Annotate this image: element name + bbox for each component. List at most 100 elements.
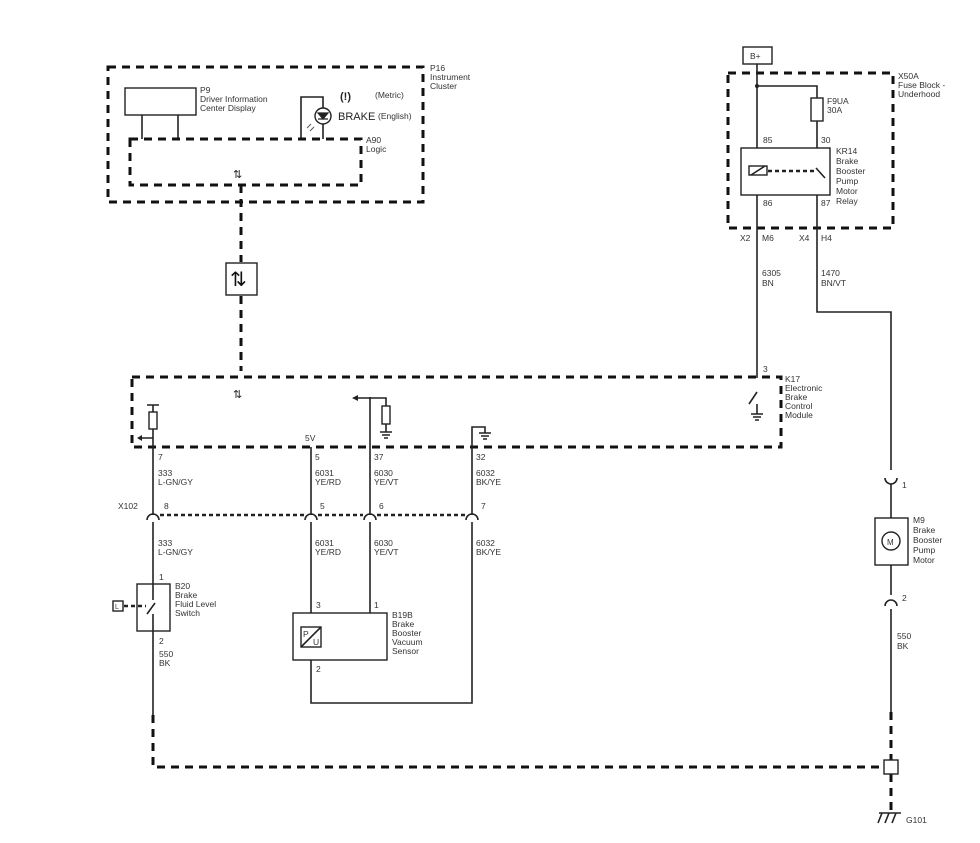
b19b-line-3: Vacuum bbox=[392, 637, 423, 647]
b20-line-3: Switch bbox=[175, 608, 200, 618]
kr14-line-3: Pump bbox=[836, 176, 858, 186]
k17-line-3: Control bbox=[785, 401, 813, 411]
m9-line-2: Booster bbox=[913, 535, 942, 545]
b20-line-1: Brake bbox=[175, 590, 197, 600]
k17-pullup-resistor-icon bbox=[137, 404, 159, 515]
p9-name-1: Driver Information bbox=[200, 94, 268, 104]
k17-pin-37: 37 bbox=[374, 452, 384, 462]
x102-pin-7: 7 bbox=[481, 501, 486, 511]
k17-ebcm-boundary bbox=[130, 375, 783, 449]
connector-x4: X4 bbox=[799, 233, 810, 243]
connector-h4: H4 bbox=[821, 233, 832, 243]
serial-data-icon: ⇅ bbox=[230, 269, 247, 291]
wire-333-circuit: 333 bbox=[158, 468, 172, 478]
relay-switch-contact bbox=[815, 167, 826, 179]
b19b-line-2: Booster bbox=[392, 628, 421, 638]
wire-6032-circuit: 6032 bbox=[476, 468, 495, 478]
motor-icon bbox=[881, 531, 901, 551]
relay-coil-icon bbox=[748, 165, 768, 176]
kr14-line-5: Relay bbox=[836, 196, 858, 206]
wire-550-circuit-m9: 550 bbox=[897, 631, 911, 641]
wire-6030-color-lower: YE/VT bbox=[374, 547, 399, 557]
m9-pin-2: 2 bbox=[902, 593, 907, 603]
m9-connectors bbox=[884, 477, 898, 607]
level-indicator-icon bbox=[112, 600, 124, 612]
lamp-english-symbol: BRAKE bbox=[338, 111, 375, 123]
b19b-line-4: Sensor bbox=[392, 646, 419, 656]
lower-wiring bbox=[152, 522, 473, 715]
fuse-rating: 30A bbox=[827, 105, 842, 115]
k17-ground-icon bbox=[471, 426, 491, 515]
p9-display-box bbox=[124, 87, 197, 116]
wire-1470-circuit: 1470 bbox=[821, 268, 840, 278]
fuse-id: F9UA bbox=[827, 96, 849, 106]
chassis-ground-icon bbox=[877, 812, 901, 824]
wire-6032-color: BK/YE bbox=[476, 477, 501, 487]
k17-low-side-switch-icon bbox=[748, 391, 763, 421]
a90-name: Logic bbox=[366, 144, 387, 154]
wire-6031-circuit-lower: 6031 bbox=[315, 538, 334, 548]
b20-pin-2: 2 bbox=[159, 636, 164, 646]
b20-line-2: Fluid Level bbox=[175, 599, 216, 609]
battery-label: B+ bbox=[750, 51, 761, 61]
wire-333-color: L-GN/GY bbox=[158, 477, 193, 487]
brake-lamp-icon bbox=[306, 107, 332, 132]
kr14-pin-87: 87 bbox=[821, 198, 831, 208]
g101-id: G101 bbox=[906, 815, 927, 825]
wire-6031-color: YE/RD bbox=[315, 477, 341, 487]
b19b-pin-2: 2 bbox=[316, 664, 321, 674]
kr14-line-1: Brake bbox=[836, 156, 858, 166]
b19b-pin-1: 1 bbox=[374, 600, 379, 610]
p16-name-2: Cluster bbox=[430, 81, 457, 91]
wire-6030-circuit-lower: 6030 bbox=[374, 538, 393, 548]
wire-6030-color: YE/VT bbox=[374, 477, 399, 487]
wire-1470-color: BN/VT bbox=[821, 278, 846, 288]
connector-x2: X2 bbox=[740, 233, 751, 243]
wire-6305-color: BN bbox=[762, 278, 774, 288]
p9-id: P9 bbox=[200, 85, 211, 95]
serial-data-arrows-icon: ⇅ bbox=[233, 169, 242, 181]
wire-6031-circuit: 6031 bbox=[315, 468, 334, 478]
lamp-metric-symbol: (!) bbox=[340, 91, 351, 103]
kr14-pin-85: 85 bbox=[763, 135, 773, 145]
k17-pulldown-resistor-icon bbox=[352, 395, 392, 515]
ground-bus bbox=[151, 712, 893, 812]
b19b-sym-p: P bbox=[303, 629, 309, 639]
wire-6030-circuit: 6030 bbox=[374, 468, 393, 478]
fuse-icon bbox=[810, 97, 824, 122]
b20-switch-icon bbox=[146, 584, 156, 631]
x102-pin-8: 8 bbox=[164, 501, 169, 511]
kr14-pin-86: 86 bbox=[763, 198, 773, 208]
wire-333-color-lower: L-GN/GY bbox=[158, 547, 193, 557]
lamp-english-label: (English) bbox=[378, 111, 412, 121]
kr14-id: KR14 bbox=[836, 146, 858, 156]
a90-id: A90 bbox=[366, 135, 381, 145]
wire-6031-color-lower: YE/RD bbox=[315, 547, 341, 557]
x50a-id: X50A bbox=[898, 71, 919, 81]
kr14-line-4: Motor bbox=[836, 186, 858, 196]
b19b-id: B19B bbox=[392, 610, 413, 620]
k17-5v-label: 5V bbox=[305, 433, 316, 443]
level-symbol: L bbox=[115, 604, 119, 611]
motor-symbol: M bbox=[887, 538, 894, 547]
m9-line-1: Brake bbox=[913, 525, 935, 535]
k17-pin-32: 32 bbox=[476, 452, 486, 462]
ground-splice bbox=[883, 759, 899, 775]
k17-line-4: Module bbox=[785, 410, 813, 420]
pressure-voltage-transducer-icon bbox=[300, 626, 322, 648]
x50a-name-2: Underhood bbox=[898, 89, 940, 99]
serial-data-block bbox=[225, 262, 258, 296]
k17-id: K17 bbox=[785, 374, 800, 384]
kr14-pin-30: 30 bbox=[821, 135, 831, 145]
wire-6032-color-lower: BK/YE bbox=[476, 547, 501, 557]
connector-m6: M6 bbox=[762, 233, 774, 243]
b19b-sym-u: U bbox=[313, 637, 319, 647]
x102-id: X102 bbox=[118, 501, 138, 511]
p16-instrument-cluster-boundary bbox=[106, 65, 425, 204]
kr14-line-2: Booster bbox=[836, 166, 865, 176]
m9-motor-box bbox=[874, 517, 909, 566]
power-wiring bbox=[756, 64, 892, 712]
ebcm-serial-arrows-icon: ⇅ bbox=[233, 389, 242, 401]
m9-pin-1: 1 bbox=[902, 480, 907, 490]
m9-id: M9 bbox=[913, 515, 925, 525]
